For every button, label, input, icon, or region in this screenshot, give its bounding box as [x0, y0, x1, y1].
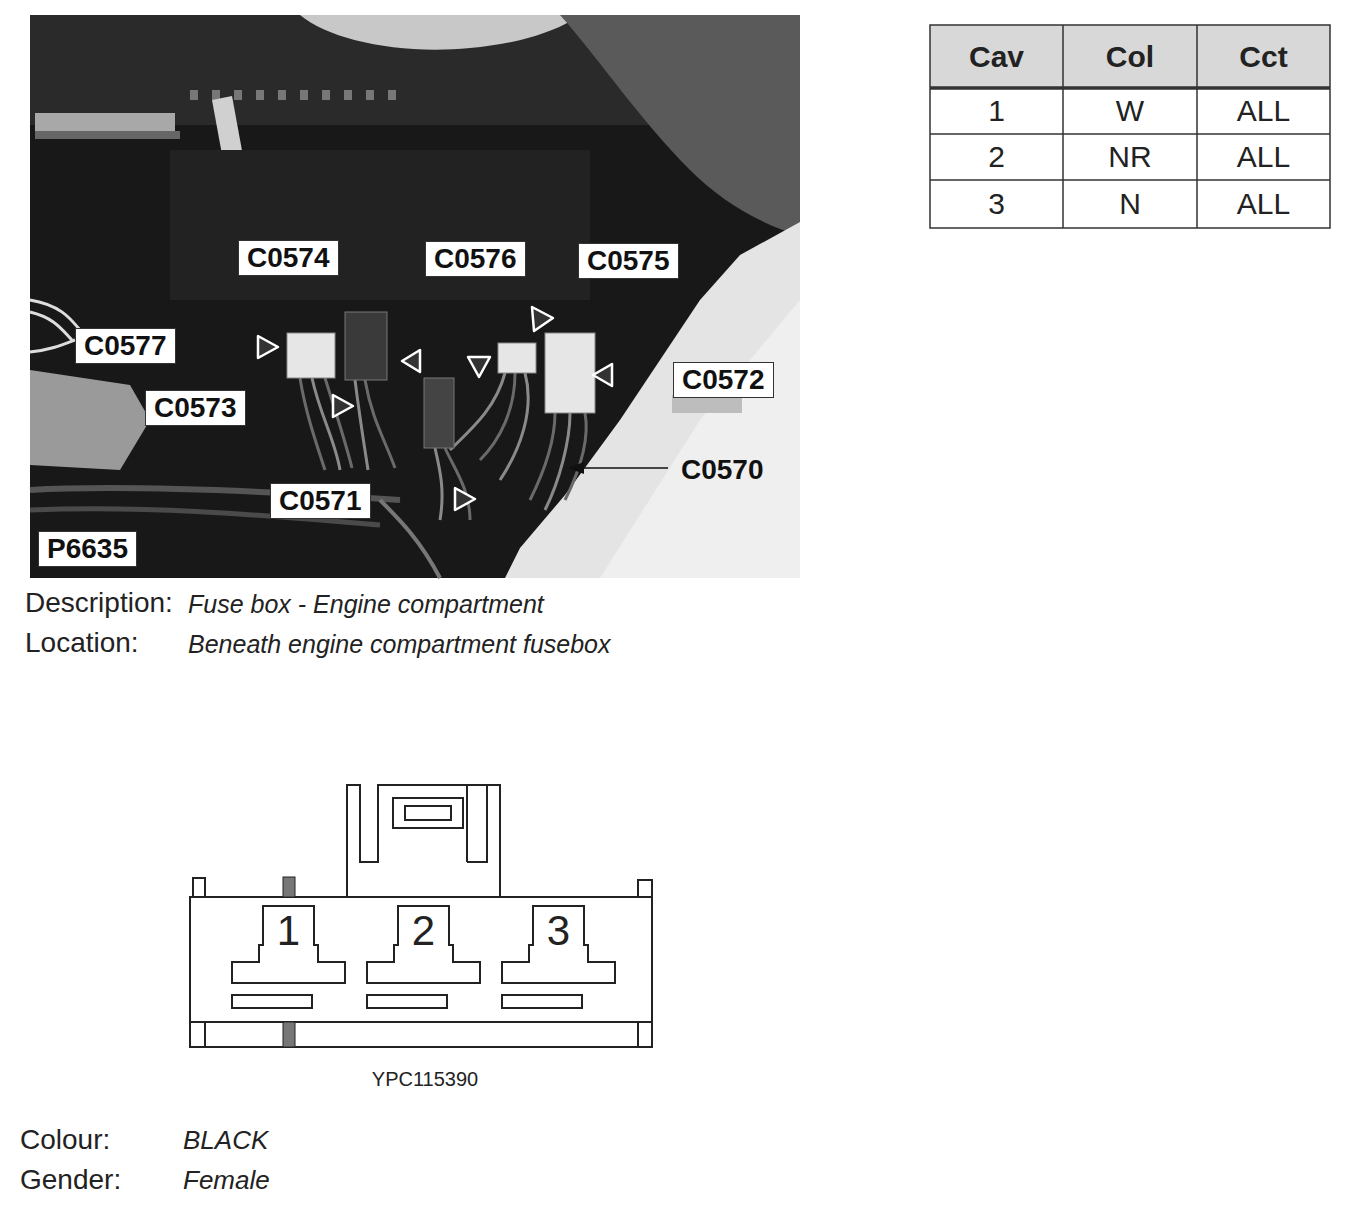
- connector-id: C0577: [84, 331, 167, 361]
- connector-callout: C0577: [75, 328, 176, 364]
- connector-id: C0574: [247, 243, 330, 273]
- info-text: Female: [183, 1165, 270, 1196]
- connector-callout: C0574: [238, 240, 339, 276]
- connector-callout: C0572: [673, 362, 774, 398]
- cavity-path: [232, 906, 345, 983]
- connector-id: C0572: [682, 365, 765, 395]
- table-cell: 2: [930, 134, 1063, 180]
- connector-id: C0576: [434, 244, 517, 274]
- table-cell: N: [1063, 180, 1197, 228]
- table-cell: W: [1063, 88, 1197, 134]
- info-text: Description:: [25, 586, 173, 620]
- pointer-triangles: [258, 307, 612, 510]
- connector-callout: P6635: [38, 531, 137, 567]
- table-cell: ALL: [1197, 180, 1330, 228]
- fusebox-photo: [30, 15, 800, 578]
- cavity-path: [367, 906, 480, 983]
- info-text: BLACK: [183, 1125, 268, 1156]
- connector-id: C0570: [681, 455, 764, 485]
- table-cell: ALL: [1197, 88, 1330, 134]
- cavity-number: 1: [263, 906, 314, 955]
- info-text: Colour:: [20, 1123, 110, 1157]
- info-text: Gender:: [20, 1163, 121, 1197]
- table-cell: NR: [1063, 134, 1197, 180]
- cavity-outline: 3: [502, 906, 615, 983]
- cavity-outline: 1: [232, 906, 345, 983]
- cavity-outline: 2: [367, 906, 480, 983]
- pin-table-grid: [930, 25, 1330, 228]
- connector-callout: C0573: [145, 390, 246, 426]
- connector-callout: C0571: [270, 483, 371, 519]
- connector-id: C0575: [587, 246, 670, 276]
- cavity-number: 2: [398, 906, 449, 955]
- table-cell: Cct: [1197, 25, 1330, 88]
- table-cell: 1: [930, 88, 1063, 134]
- connector-callout: C0570: [672, 452, 773, 488]
- info-text: Location:: [25, 626, 139, 660]
- info-text: Beneath engine compartment fusebox: [188, 629, 611, 659]
- table-cell: 3: [930, 180, 1063, 228]
- info-text: Fuse box - Engine compartment: [188, 589, 544, 619]
- connector-id: P6635: [47, 534, 128, 564]
- table-cell: Cav: [930, 25, 1063, 88]
- connector-id: C0573: [154, 393, 237, 423]
- table-cell: ALL: [1197, 134, 1330, 180]
- connector-id: C0571: [279, 486, 362, 516]
- connector-callout: C0575: [578, 243, 679, 279]
- cavity-number: 3: [533, 906, 584, 955]
- info-text: YPC115390: [325, 1066, 525, 1092]
- connector-callout: C0576: [425, 241, 526, 277]
- cavity-path: [502, 906, 615, 983]
- connector-face: [190, 785, 652, 1047]
- table-cell: Col: [1063, 25, 1197, 88]
